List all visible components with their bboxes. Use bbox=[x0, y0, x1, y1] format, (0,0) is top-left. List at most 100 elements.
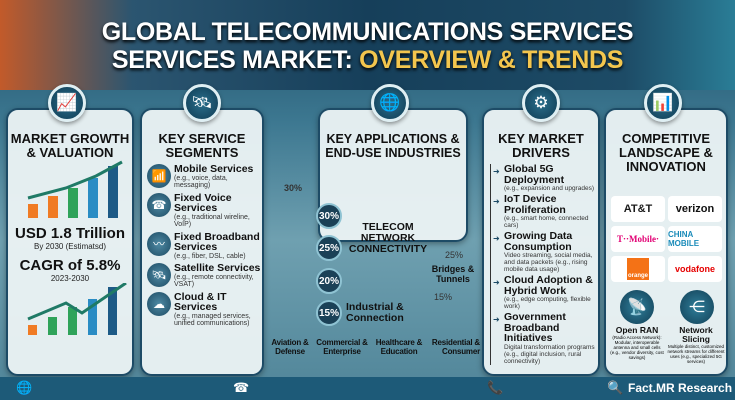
cable-icon: 〰 bbox=[147, 231, 171, 256]
logo-vodafone: vodafone bbox=[668, 256, 722, 282]
innovation-title: Network Slicing bbox=[679, 325, 713, 344]
driver-item: Global 5G Deployment(e.g., expansion and… bbox=[493, 164, 598, 192]
competitive-panel: COMPETITIVE LANDSCAPE & INNOVATION AT&T … bbox=[604, 108, 728, 376]
orange-mark: orange bbox=[627, 258, 649, 280]
search-icon[interactable]: 🔍 bbox=[607, 380, 624, 395]
percent-badge: 25% bbox=[316, 235, 342, 261]
cell-tower-icon: 📶 bbox=[147, 164, 171, 188]
bar bbox=[48, 317, 57, 335]
driver-title: Government Broadband Initiatives bbox=[504, 311, 566, 344]
percent-badge: 20% bbox=[316, 268, 342, 294]
growth-bar-chart-icon bbox=[27, 160, 123, 218]
bar bbox=[108, 166, 118, 218]
driver-title: Growing Data Consumption bbox=[504, 230, 573, 253]
segments-heading: KEY SERVICE SEGMENTS bbox=[158, 131, 246, 160]
innovation-open-ran: Open RAN(Radio Access Network): Modular,… bbox=[608, 325, 666, 361]
satellite-icon: 🛰 bbox=[147, 263, 171, 287]
segment-item: 〰Fixed Broadband Services(e.g., fiber, D… bbox=[147, 230, 262, 261]
bar bbox=[108, 287, 117, 335]
gear-arrow-icon: ⚙ bbox=[522, 84, 560, 122]
segment-title: Satellite Services bbox=[174, 262, 261, 274]
logo-tmobile: T··Mobile· bbox=[611, 226, 665, 252]
header-banner: GLOBAL TELECOMMUNICATIONS SERVICES SERVI… bbox=[0, 0, 735, 90]
driver-item: IoT Device Proliferation(e.g., smart hom… bbox=[493, 194, 598, 229]
title-highlight: OVERVIEW & TRENDS bbox=[359, 46, 624, 74]
market-drivers-panel: KEY MARKET DRIVERS Global 5G Deployment(… bbox=[482, 108, 600, 376]
satellite-icon: 🛰 bbox=[183, 84, 221, 122]
center-connectivity-label: TELECOM NETWORK CONNECTIVITY bbox=[348, 221, 428, 255]
innovation-sub: (Radio Access Network): Modular, interop… bbox=[610, 335, 664, 360]
trend-arrow bbox=[27, 160, 123, 200]
bar bbox=[88, 299, 97, 335]
applications-panel: KEY APPLICATIONS & END-USE INDUSTRIES bbox=[318, 108, 468, 242]
cagr-value: CAGR of 5.8% bbox=[19, 257, 121, 274]
bar bbox=[28, 204, 38, 218]
percent-badge: 15% bbox=[316, 300, 342, 326]
title-line-2: SERVICES MARKET: OVERVIEW & TRENDS bbox=[0, 46, 735, 75]
driver-item: Cloud Adoption & Hybrid Work(e.g., edge … bbox=[493, 275, 598, 310]
driver-item: Government Broadband InitiativesDigital … bbox=[493, 312, 598, 365]
driver-sub: (e.g., smart home, connected cars) bbox=[504, 215, 589, 229]
segment-sub: (e.g., fiber, DSL, cable) bbox=[174, 252, 246, 260]
market-value-note: By 2030 (Estimatsd) bbox=[33, 242, 107, 251]
footer-bar: 🌐 ☎ 📞 🔍 Fact.MR Research bbox=[0, 377, 735, 400]
driver-sub: (e.g., edge computing, flexible work) bbox=[504, 296, 591, 310]
logo-orange: orange bbox=[611, 256, 665, 282]
globe-icon[interactable]: 🌐 bbox=[16, 380, 33, 395]
side-percent: 30% bbox=[284, 183, 303, 193]
industry-aviation: Aviation & Defense bbox=[271, 338, 309, 356]
side-percent: 15% bbox=[434, 292, 453, 302]
applications-heading: KEY APPLICATIONS & END-USE INDUSTRIES bbox=[325, 132, 461, 160]
cloud-icon: ☁ bbox=[147, 291, 171, 316]
analytics-icon: 📊 bbox=[644, 84, 682, 122]
bar bbox=[28, 325, 37, 335]
network-slicing-icon: ⋲ bbox=[680, 290, 714, 324]
bar bbox=[88, 178, 98, 218]
segment-title: Cloud & IT Services bbox=[174, 290, 227, 313]
percent-badge: 30% bbox=[316, 203, 342, 229]
market-value: USD 1.8 Trillion bbox=[14, 225, 126, 242]
title-white: SERVICES MARKET: bbox=[111, 46, 353, 74]
industry-healthcare: Healthcare & Education bbox=[375, 338, 423, 356]
globe-wifi-icon: 🌐 bbox=[371, 84, 409, 122]
trend-arrow bbox=[27, 281, 127, 321]
bridges-label: Bridges & Tunnels bbox=[431, 264, 475, 284]
telephone-icon[interactable]: ☎ bbox=[233, 380, 250, 395]
bar bbox=[68, 307, 77, 335]
segment-item: ☎Fixed Voice Services(e.g., traditional … bbox=[147, 191, 262, 229]
open-ran-icon: 📡 bbox=[620, 290, 654, 324]
bar bbox=[68, 188, 78, 218]
growth-chart-icon: 📈 bbox=[48, 84, 86, 122]
cagr-bar-chart-icon bbox=[27, 281, 127, 335]
telephone-icon: ☎ bbox=[147, 192, 171, 217]
segment-sub: (e.g., voice, data, messaging) bbox=[174, 174, 228, 190]
segment-item: ☁Cloud & IT Services(e.g., managed servi… bbox=[147, 290, 262, 328]
driver-sub: Video streaming, social media, and data … bbox=[504, 252, 593, 273]
bar bbox=[48, 196, 58, 218]
side-percent: 25% bbox=[445, 250, 464, 260]
driver-sub: Digital transformation programs (e.g., d… bbox=[504, 343, 595, 365]
segment-title: Fixed Voice Services bbox=[174, 191, 232, 214]
driver-title: IoT Device Proliferation bbox=[504, 193, 566, 216]
innovation-sub: Multiple distinct, customized network st… bbox=[667, 344, 725, 364]
segment-sub: (e.g., remote connectivity, VSAT) bbox=[174, 273, 254, 289]
segment-title: Mobile Services bbox=[174, 163, 254, 175]
logo-verizon: verizon bbox=[668, 196, 722, 222]
industry-residential: Residential & Consumer bbox=[431, 338, 480, 356]
industry-commercial: Commercial & Enterprise bbox=[316, 338, 368, 356]
segment-title: Fixed Broadband Services bbox=[174, 230, 260, 253]
segment-item: 🛰Satellite Services(e.g., remote connect… bbox=[147, 263, 262, 289]
service-segments-panel: KEY SERVICE SEGMENTS 📶Mobile Services(e.… bbox=[140, 108, 264, 376]
driver-sub: (e.g., expansion and upgrades) bbox=[504, 185, 594, 192]
innovation-title: Open RAN bbox=[615, 325, 659, 335]
brand-label: Fact.MR Research bbox=[628, 381, 733, 395]
phone-icon[interactable]: 📞 bbox=[487, 380, 504, 395]
segment-item: 📶Mobile Services(e.g., voice, data, mess… bbox=[147, 164, 262, 190]
cagr-period: 2023-2030 bbox=[50, 274, 90, 283]
industrial-label: Industrial & Connection bbox=[346, 301, 404, 324]
segment-sub: (e.g., traditional wireline, VoIP) bbox=[174, 213, 250, 229]
segment-sub: (e.g., managed services, unified communi… bbox=[174, 312, 251, 328]
drivers-heading: KEY MARKET DRIVERS bbox=[498, 131, 584, 160]
